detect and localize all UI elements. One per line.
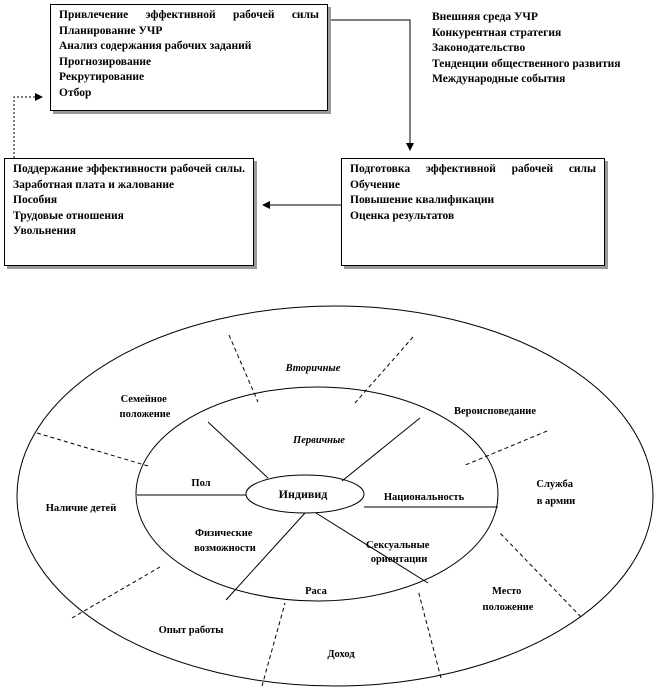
secondary-label-income: Доход <box>327 649 355 660</box>
support-box: Поддержание эффективности рабочей силы. … <box>4 158 254 266</box>
primary-label-gender: Пол <box>191 478 210 489</box>
inner-spoke <box>341 417 421 482</box>
recruitment-item: Рекрутирование <box>59 71 145 83</box>
support-item: Пособия <box>13 194 58 206</box>
inner-spoke <box>315 512 429 584</box>
outer-spoke <box>462 430 548 467</box>
support-item: Заработная плата и жалование <box>13 178 175 191</box>
outer-spoke <box>228 334 259 403</box>
outer-spoke <box>261 602 286 687</box>
external-title: Внешняя среда УЧР <box>432 11 538 23</box>
inner-ellipse <box>135 386 499 602</box>
secondary-label-location: Место положение <box>483 586 534 613</box>
arrow-recruit-to-training <box>328 19 414 151</box>
primary-label-nationality: Национальность <box>384 492 465 503</box>
outer-spoke <box>71 566 161 619</box>
secondary-label-experience: Опыт работы <box>159 625 224 636</box>
support-item: Трудовые отношения <box>13 209 124 222</box>
external-item: Конкурентная стратегия <box>432 26 562 39</box>
primary-label-physical: Физические возможности <box>194 528 256 554</box>
secondary-label-children: Наличие детей <box>46 503 117 514</box>
support-title: Поддержание эффективности рабочей силы. <box>13 163 245 175</box>
training-item: Оценка результатов <box>350 209 455 222</box>
outer-ellipse <box>16 305 654 687</box>
secondary-label-marital-line: Семейное <box>121 394 168 405</box>
primary-label-orientation-line: ориентации <box>371 554 428 565</box>
training-box: Подготовка эффективной рабочей силы Обуч… <box>341 158 605 266</box>
secondary-label-location-line: положение <box>483 602 534 613</box>
primary-label-orientation-line: Сексуальные <box>366 540 430 551</box>
recruitment-item: Отбор <box>59 86 92 99</box>
inner-heading: Первичные <box>292 435 345 446</box>
primary-label-race: Раса <box>305 586 327 597</box>
secondary-label-army-line: в армии <box>537 496 575 507</box>
recruitment-item: Планирование УЧР <box>59 24 163 37</box>
primary-label-orientation: Сексуальные ориентации <box>366 540 432 565</box>
center-label: Индивид <box>279 487 328 501</box>
support-item: Увольнения <box>13 225 76 237</box>
outer-spoke <box>354 336 414 404</box>
recruitment-item: Прогнозирование <box>59 55 152 68</box>
external-item: Тенденции общественного развития <box>432 57 621 70</box>
outer-spoke <box>36 432 149 467</box>
external-item: Международные события <box>432 73 566 85</box>
secondary-label-location-line: Место <box>492 586 522 597</box>
secondary-label-marital: Семейное положение <box>120 394 171 420</box>
external-environment-list: Внешняя среда УЧР Конкурентная стратегия… <box>432 10 620 88</box>
arrow-support-to-recruit <box>13 93 43 158</box>
recruitment-item: Анализ содержания рабочих заданий <box>59 40 252 52</box>
primary-label-physical-line: возможности <box>194 543 256 554</box>
diversity-wheel: Вторичные Первичные Индивид Пол Национал… <box>16 305 654 687</box>
outer-spoke <box>499 532 582 618</box>
recruitment-box: Привлечение эффективной рабочей силы Пла… <box>50 4 328 111</box>
secondary-label-army: Служба в армии <box>536 479 575 507</box>
external-item: Законодательство <box>432 42 526 54</box>
connector-layer <box>13 19 414 209</box>
training-title: Подготовка эффективной рабочей силы <box>350 163 596 175</box>
inner-spoke <box>225 512 306 601</box>
secondary-label-marital-line: положение <box>120 409 171 420</box>
outer-heading: Вторичные <box>285 363 341 374</box>
training-item: Повышение квалификации <box>350 194 495 206</box>
secondary-label-army-line: Служба <box>536 479 573 490</box>
inner-spoke <box>207 421 269 479</box>
training-item: Обучение <box>350 178 400 191</box>
secondary-label-religion: Вероисповедание <box>454 406 536 417</box>
recruitment-title: Привлечение эффективной рабочей силы <box>59 9 319 21</box>
outer-spoke <box>417 589 442 679</box>
primary-label-physical-line: Физические <box>195 528 253 539</box>
